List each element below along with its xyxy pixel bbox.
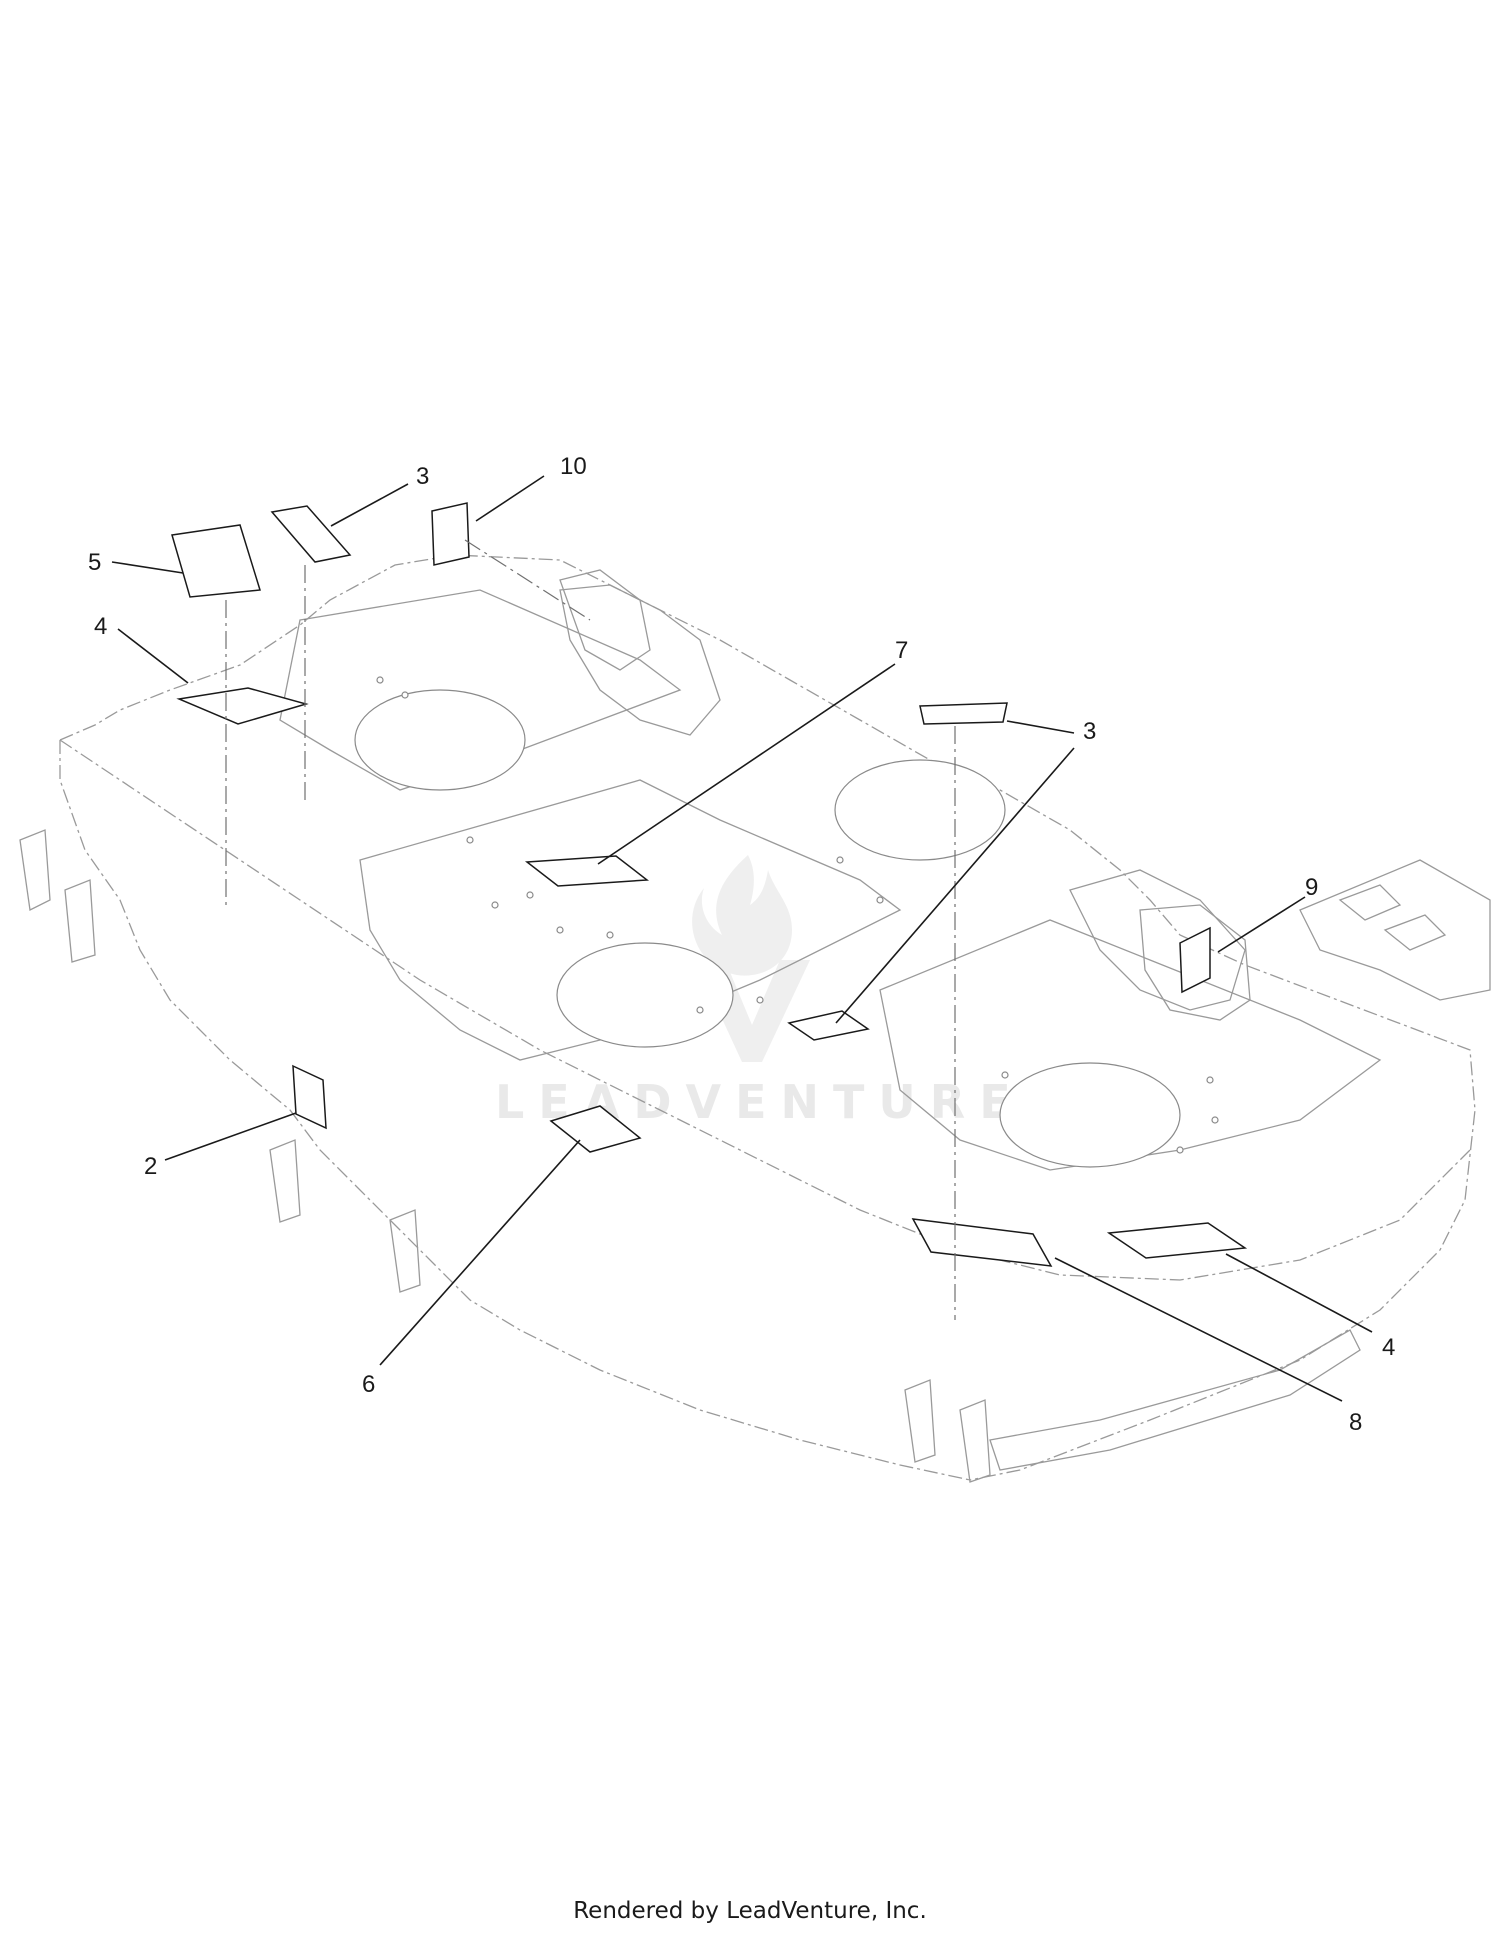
mounting-hole [876, 896, 884, 904]
deck-right-bracket [1069, 869, 1246, 1011]
leader-item-7 [597, 663, 896, 865]
mounting-hole [1211, 1116, 1219, 1124]
spindle-opening-right [999, 1062, 1181, 1168]
deck-discharge-slot-1 [1338, 884, 1402, 921]
leader-item-6 [379, 1139, 581, 1366]
deck-right-plate [879, 919, 1382, 1171]
watermark-flame-icon [692, 855, 792, 976]
watermark: LEADVENTURE [495, 855, 1011, 1129]
mounting-hole [756, 996, 764, 1004]
leader-item-3-center [835, 747, 1075, 1024]
deck-hitch-left [559, 569, 651, 671]
mounting-hole [696, 1006, 704, 1014]
callout-4-right: 4 [1382, 1334, 1395, 1361]
mounting-holes [376, 676, 1219, 1154]
deck-front-roller [989, 1329, 1361, 1471]
decal-item-5 [171, 524, 261, 598]
leader-item-4-right [1225, 1253, 1373, 1333]
deck-front-bracket-right [904, 1379, 936, 1463]
deck-front-bracket-right-2 [959, 1399, 991, 1483]
install-centerlines [225, 539, 956, 1320]
deck-front-bracket-mid [269, 1139, 301, 1223]
deck-control-block [1139, 904, 1251, 1021]
decal-item-4-right [1106, 1222, 1248, 1259]
deck-discharge-slot-2 [1383, 914, 1447, 951]
leader-item-3-rear [330, 483, 409, 527]
mounting-hole [606, 931, 614, 939]
decal-item-7 [524, 855, 650, 887]
leader-item-3-right [1006, 720, 1075, 734]
callout-4-left: 4 [94, 613, 107, 640]
mounting-hole [376, 676, 384, 684]
spindle-opening-left [354, 689, 526, 791]
leader-item-8 [1054, 1257, 1343, 1402]
callout-2: 2 [144, 1153, 157, 1180]
render-credit: Rendered by LeadVenture, Inc. [573, 1898, 927, 1924]
leader-item-5 [111, 561, 184, 574]
callout-6: 6 [362, 1371, 375, 1398]
deck-front-edge [59, 740, 971, 1481]
deck-front-bracket-mid-2 [389, 1209, 421, 1293]
mounting-hole [1206, 1076, 1214, 1084]
centerline-item-10 [464, 539, 591, 621]
spindle-opening-rear [834, 759, 1006, 861]
decal-item-6 [549, 1105, 642, 1153]
leader-lines [111, 475, 1373, 1402]
callout-3-rear: 3 [416, 463, 429, 490]
callout-numbers: 5 3 10 4 7 3 9 2 6 4 8 [88, 453, 1395, 1436]
callout-3-right: 3 [1083, 718, 1096, 745]
callout-10: 10 [560, 453, 587, 480]
mounting-hole [836, 856, 844, 864]
decals [171, 502, 1248, 1267]
mounting-hole [1001, 1071, 1009, 1079]
mounting-hole [491, 901, 499, 909]
spindle-opening-center [556, 942, 734, 1048]
leader-item-2 [164, 1112, 297, 1161]
deck-front-bracket-left [19, 829, 51, 911]
decal-item-4-left [176, 687, 309, 725]
deck-discharge-panel [1299, 859, 1491, 1001]
decal-item-9 [1179, 926, 1211, 994]
decal-item-2 [292, 1064, 327, 1130]
callout-5: 5 [88, 549, 101, 576]
deck-mid-line [59, 739, 1471, 1281]
mounting-hole [466, 836, 474, 844]
decal-item-3-center [787, 1010, 870, 1041]
mower-deck [19, 554, 1491, 1483]
deck-rear-bracket [559, 584, 721, 736]
leader-item-9 [1217, 896, 1306, 953]
decal-item-3-right [919, 702, 1008, 725]
mounting-hole [401, 691, 409, 699]
callout-7: 7 [895, 637, 908, 664]
callout-9: 9 [1305, 874, 1318, 901]
decal-item-8 [911, 1218, 1053, 1267]
decal-item-3-rear [270, 505, 352, 563]
mounting-hole [556, 926, 564, 934]
callout-8: 8 [1349, 1409, 1362, 1436]
leader-item-10 [475, 475, 545, 522]
mounting-hole [526, 891, 534, 899]
deck-front-bracket-left-2 [64, 879, 96, 963]
decal-item-10 [431, 502, 470, 566]
leader-item-4-left [117, 628, 189, 684]
mounting-hole [1176, 1146, 1184, 1154]
